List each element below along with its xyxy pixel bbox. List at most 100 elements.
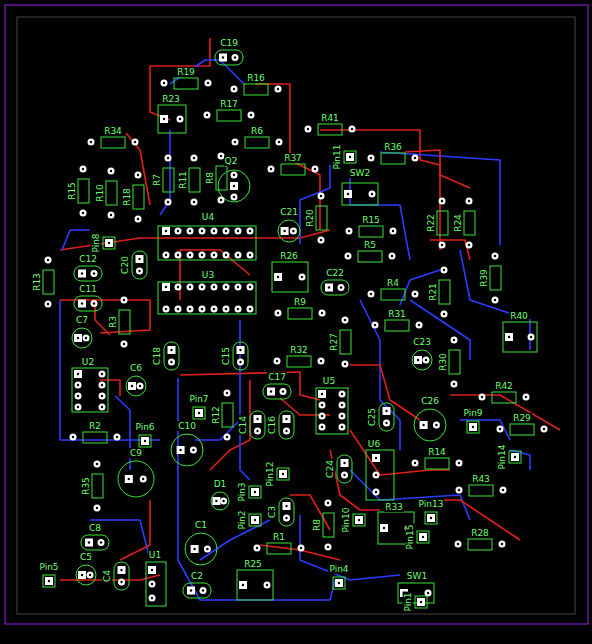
component-outline xyxy=(342,183,378,205)
part-label: R15 xyxy=(361,215,381,225)
part-label: R3 xyxy=(108,315,118,329)
round-pad xyxy=(390,228,397,235)
drill-hole xyxy=(320,360,322,362)
drill-hole xyxy=(494,255,496,257)
round-pad xyxy=(187,284,194,291)
top-trace xyxy=(120,500,150,560)
part-label: Pin9 xyxy=(462,408,483,418)
round-pad xyxy=(441,311,448,318)
square-pad xyxy=(414,356,422,364)
drill-hole xyxy=(472,426,474,428)
round-pad xyxy=(280,388,287,395)
pin-outline xyxy=(353,514,365,526)
top-trace xyxy=(180,250,250,300)
square-pad xyxy=(195,409,203,417)
drill-hole xyxy=(144,440,146,442)
round-pad xyxy=(211,306,218,313)
top-trace xyxy=(150,38,210,120)
round-pad xyxy=(187,228,194,235)
round-pad xyxy=(91,300,98,307)
square-pad xyxy=(355,516,363,524)
drill-hole xyxy=(47,303,49,305)
drill-hole xyxy=(101,373,103,375)
drill-hole xyxy=(120,569,122,571)
electrolytic-capacitor xyxy=(412,350,432,370)
round-pad xyxy=(231,86,238,93)
drill-hole xyxy=(96,463,98,465)
bottom-trace xyxy=(62,230,90,250)
square-pad xyxy=(239,581,247,589)
drill-hole xyxy=(385,410,387,412)
part-label: Pin6 xyxy=(134,422,155,432)
resistor-body xyxy=(359,226,383,237)
bottom-trace xyxy=(115,396,130,470)
round-pad xyxy=(499,541,506,548)
drill-hole xyxy=(177,308,179,310)
bottom-trace xyxy=(410,300,470,360)
round-pad xyxy=(283,515,290,522)
round-pad xyxy=(439,242,446,249)
square-pad xyxy=(469,423,477,431)
part-label: R21 xyxy=(428,282,438,302)
round-pad xyxy=(121,297,128,304)
round-pad xyxy=(319,424,326,431)
round-pad xyxy=(368,291,375,298)
resistor-body xyxy=(281,164,305,175)
top-trace xyxy=(350,430,450,475)
part-label: C14 xyxy=(238,415,248,435)
drill-hole xyxy=(441,244,443,246)
drill-hole xyxy=(327,502,329,504)
drill-hole xyxy=(270,390,272,392)
round-pad xyxy=(121,341,128,348)
drill-hole xyxy=(375,457,377,459)
part-label: Pin7 xyxy=(188,394,209,404)
round-pad xyxy=(318,193,325,200)
part-label: R13 xyxy=(32,272,42,292)
drill-hole xyxy=(237,286,239,288)
round-pad xyxy=(99,371,106,378)
part-label: R8 xyxy=(312,518,322,532)
part-label: Pin5 xyxy=(38,562,59,572)
top-trace xyxy=(320,130,440,250)
round-pad xyxy=(254,545,261,552)
round-pad xyxy=(135,216,142,223)
part-label: C3 xyxy=(267,505,277,519)
round-pad xyxy=(94,461,101,468)
round-pad xyxy=(248,112,255,119)
drill-hole xyxy=(101,395,103,397)
drill-hole xyxy=(249,230,251,232)
resistor-body xyxy=(287,356,311,367)
round-pad xyxy=(88,139,95,146)
drill-hole xyxy=(285,517,287,519)
round-pad xyxy=(136,268,143,275)
round-pad xyxy=(412,155,419,162)
part-label: Pin11 xyxy=(332,144,342,171)
round-pad xyxy=(168,359,175,366)
drill-hole xyxy=(177,254,179,256)
electrolytic-capacitor xyxy=(72,328,92,348)
drill-hole xyxy=(266,584,268,586)
part-label: Pin13 xyxy=(418,499,445,509)
round-pad xyxy=(247,252,254,259)
electrolytic-capacitor xyxy=(118,461,154,497)
round-pad xyxy=(163,252,170,259)
drill-hole xyxy=(375,474,377,476)
part-label: R23 xyxy=(161,94,181,104)
round-pad xyxy=(220,498,227,505)
component-outline xyxy=(237,570,273,600)
round-pad xyxy=(283,428,290,435)
drill-hole xyxy=(239,349,241,351)
resistor-body xyxy=(101,137,125,148)
drill-hole xyxy=(138,270,140,272)
part-label: R39 xyxy=(479,268,489,288)
drill-hole xyxy=(481,396,483,398)
square-pad xyxy=(283,502,291,510)
drill-hole xyxy=(256,418,258,420)
square-pad xyxy=(128,382,136,390)
square-pad xyxy=(344,190,352,198)
drill-hole xyxy=(165,230,167,232)
drill-hole xyxy=(499,428,501,430)
part-label: Pin4 xyxy=(328,564,349,574)
drill-hole xyxy=(441,200,443,202)
round-pad xyxy=(118,579,125,586)
